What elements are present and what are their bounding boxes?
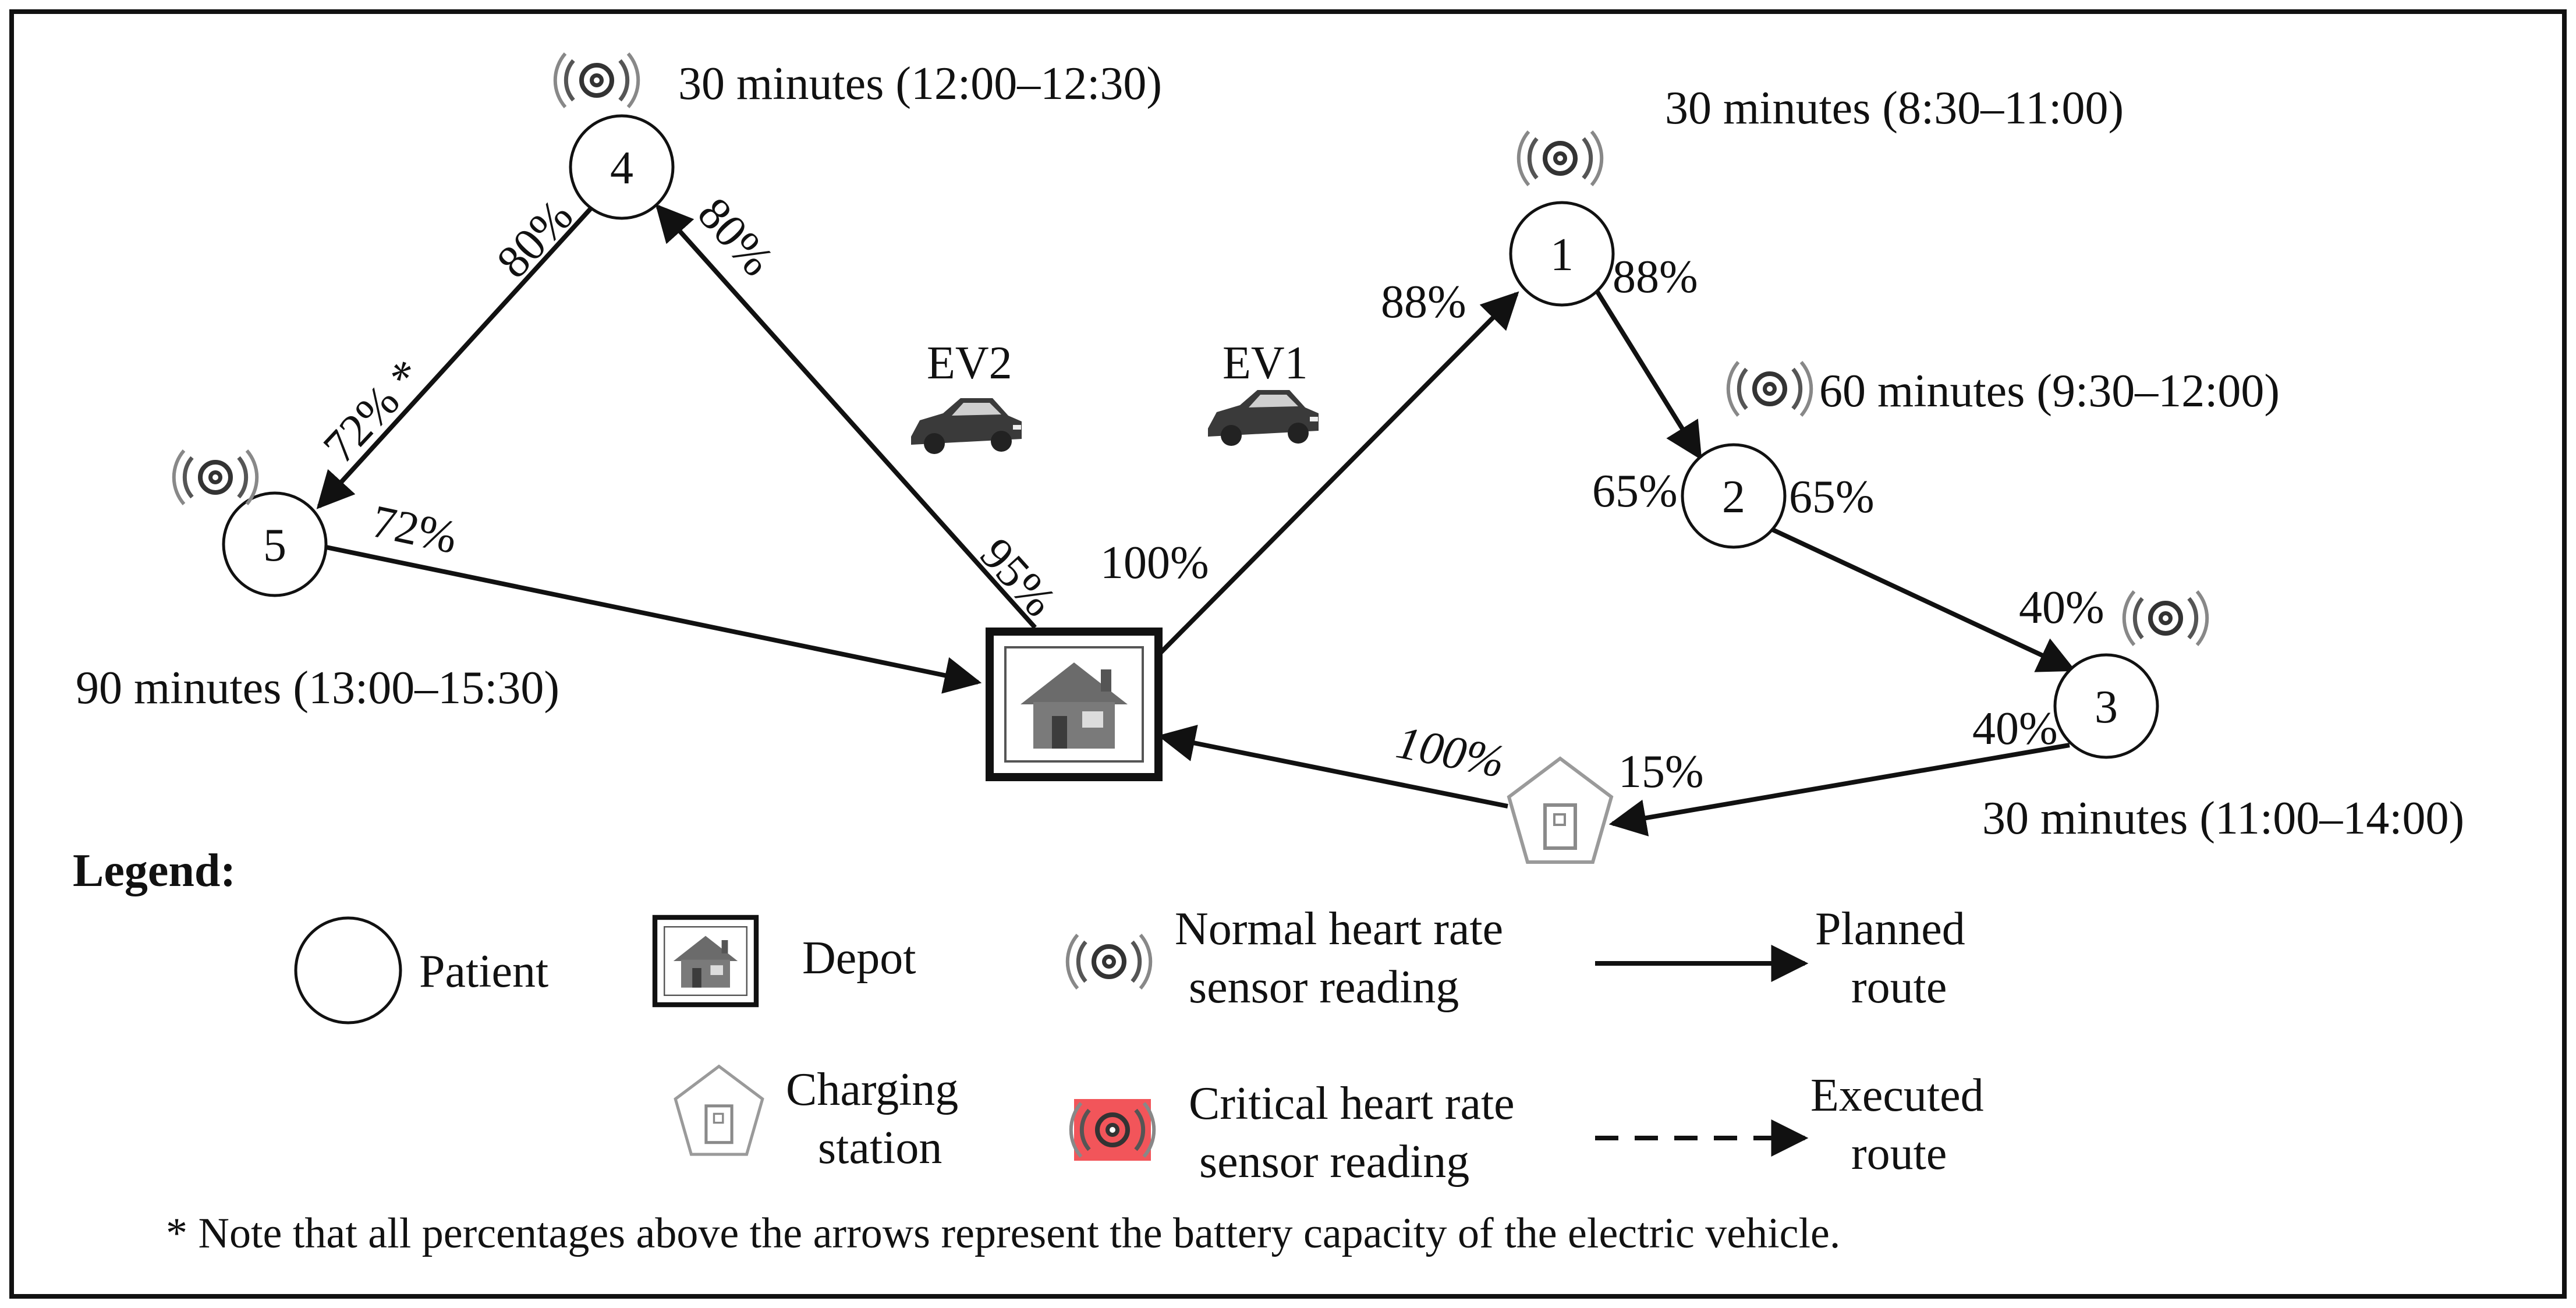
normal-sensor-icon bbox=[174, 451, 257, 504]
patient-node-3: 3 bbox=[2053, 653, 2159, 759]
svg-text:4: 4 bbox=[610, 143, 633, 194]
route-depot-to-1 bbox=[1154, 291, 1519, 660]
normal-sensor-icon bbox=[1728, 362, 1811, 416]
route-2-to-3 bbox=[1771, 527, 2076, 672]
diagram-border bbox=[9, 9, 2567, 1299]
car-icon-ev1 bbox=[1208, 390, 1319, 446]
time-window-2: 60 minutes (9:30–12:00) bbox=[1819, 366, 2280, 417]
battery-label: 72% bbox=[367, 496, 462, 564]
legend-charging-label: station bbox=[818, 1122, 942, 1174]
legend-executed-label: route bbox=[1851, 1128, 1947, 1179]
patient-node-2: 2 bbox=[1681, 443, 1787, 549]
legend-planned-label: route bbox=[1851, 962, 1947, 1013]
battery-label: 80% bbox=[688, 188, 784, 286]
time-window-4: 30 minutes (12:00–12:30) bbox=[678, 58, 1162, 109]
battery-label: 65% bbox=[1592, 466, 1678, 517]
battery-label: 88% bbox=[1381, 277, 1466, 328]
normal-sensor-icon bbox=[2124, 591, 2207, 645]
battery-label: 72% * bbox=[314, 350, 433, 473]
route-5-to-depot bbox=[325, 545, 982, 694]
legend-planned-label: Planned bbox=[1815, 903, 1965, 955]
legend-patient-label: Patient bbox=[419, 946, 548, 997]
battery-label: 100% bbox=[1100, 537, 1209, 589]
vehicle-label-ev2: EV2 bbox=[927, 338, 1012, 389]
normal-sensor-icon bbox=[1519, 132, 1601, 185]
route-1-to-2 bbox=[1593, 286, 1702, 460]
svg-text:1: 1 bbox=[1550, 229, 1574, 281]
battery-label: 40% bbox=[2019, 582, 2104, 633]
legend-depot-label: Depot bbox=[802, 933, 916, 984]
battery-label: 80% bbox=[487, 190, 583, 288]
legend-critical-sensor-label: sensor reading bbox=[1199, 1136, 1469, 1188]
legend-charging-label: Charging bbox=[786, 1064, 958, 1115]
route-3-to-station bbox=[1608, 743, 2070, 836]
legend-title: Legend: bbox=[73, 845, 236, 896]
vehicle-label-ev1: EV1 bbox=[1223, 338, 1308, 389]
legend-normal-sensor-label: Normal heart rate bbox=[1175, 903, 1503, 955]
patient-node-5: 5 bbox=[222, 491, 328, 597]
route-depot-to-4 bbox=[655, 204, 1037, 629]
time-window-3: 30 minutes (11:00–14:00) bbox=[1982, 793, 2464, 844]
car-icon-ev2 bbox=[911, 398, 1022, 454]
route-4-to-5 bbox=[316, 207, 593, 509]
battery-label: 40% bbox=[1972, 703, 2058, 754]
route-station-to-depot bbox=[1157, 725, 1508, 809]
charging-station-icon bbox=[1509, 758, 1611, 862]
routes bbox=[316, 204, 2076, 836]
battery-label: 15% bbox=[1618, 746, 1704, 797]
battery-label: 95% bbox=[970, 529, 1066, 626]
battery-label: 88% bbox=[1613, 251, 1698, 303]
normal-sensor-icon bbox=[555, 54, 638, 107]
legend-patient-symbol bbox=[294, 916, 402, 1025]
legend-critical-sensor-label: Critical heart rate bbox=[1189, 1078, 1515, 1129]
battery-label: 100% bbox=[1392, 717, 1509, 788]
time-window-1: 30 minutes (8:30–11:00) bbox=[1665, 83, 2124, 134]
battery-label: 65% bbox=[1789, 472, 1875, 523]
legend-normal-sensor-label: sensor reading bbox=[1189, 962, 1459, 1013]
svg-text:2: 2 bbox=[1722, 472, 1745, 523]
patient-node-1: 1 bbox=[1509, 201, 1615, 307]
legend-charging-station-icon bbox=[675, 1066, 763, 1154]
svg-text:3: 3 bbox=[2095, 682, 2118, 733]
time-window-5: 90 minutes (13:00–15:30) bbox=[76, 662, 559, 714]
legend-executed-label: Executed bbox=[1810, 1070, 1984, 1121]
legend-depot-icon bbox=[655, 917, 756, 1005]
legend: Legend: Patient Depot Normal heart rate … bbox=[73, 845, 1984, 1188]
legend-normal-sensor-icon bbox=[1068, 935, 1150, 988]
svg-text:5: 5 bbox=[263, 520, 286, 571]
legend-critical-sensor-icon bbox=[1071, 1099, 1154, 1161]
patient-node-4: 4 bbox=[569, 114, 675, 220]
depot-icon bbox=[990, 632, 1158, 777]
footnote: * Note that all percentages above the ar… bbox=[166, 1210, 1840, 1257]
